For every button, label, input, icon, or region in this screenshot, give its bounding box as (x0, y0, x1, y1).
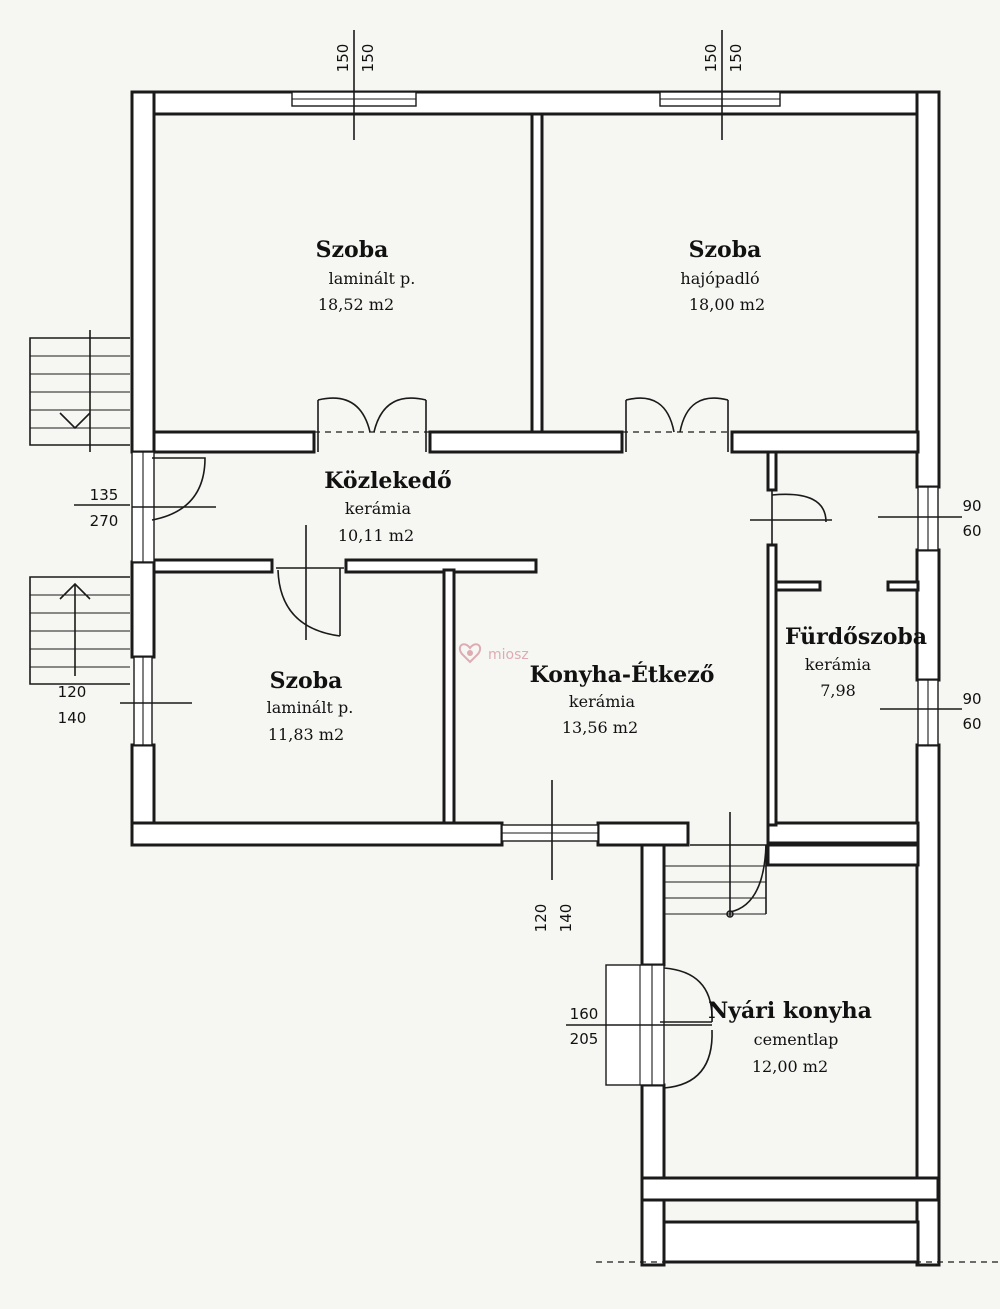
room-floor: cementlap (754, 1030, 839, 1049)
room-floor: laminált p. (329, 269, 416, 288)
room-labels: Szoba laminált p. 18,52 m2 Szoba hajópad… (267, 237, 927, 1076)
dim-top-left-a: 150 (334, 44, 352, 73)
room-floor: kerámia (569, 692, 636, 711)
dimension-lines (74, 30, 1000, 1263)
door-summer (566, 967, 713, 1089)
stairs-left (29, 330, 130, 685)
dimension-labels: 150 150 150 150 135 270 120 140 90 60 90… (58, 44, 982, 1048)
door-bath (750, 490, 832, 545)
dim-top-left-b: 150 (359, 44, 377, 73)
dim-right-upper-a: 90 (962, 497, 981, 515)
dim-left-door-a: 135 (90, 486, 119, 504)
dim-summer-door-b: 205 (570, 1030, 599, 1048)
room-furdoszoba: Fürdőszoba kerámia 7,98 (785, 624, 927, 700)
dim-left-door-b: 270 (90, 512, 119, 530)
room-name: Szoba (689, 237, 762, 263)
room-area: 18,52 m2 (318, 295, 394, 314)
room-szoba-2: Szoba hajópadló 18,00 m2 (680, 237, 765, 314)
dim-bottom-b: 140 (557, 904, 575, 933)
dim-left-window-b: 140 (58, 709, 87, 727)
door-entrance (132, 457, 216, 521)
windows (131, 91, 939, 1086)
room-name: Szoba (270, 668, 343, 694)
room-floor: kerámia (345, 499, 412, 518)
door-room2 (622, 397, 732, 452)
room-area: 18,00 m2 (689, 295, 765, 314)
room-area: 12,00 m2 (752, 1057, 828, 1076)
room-szoba-1: Szoba laminált p. 18,52 m2 (316, 237, 416, 314)
room-name: Nyári konyha (708, 998, 872, 1024)
dim-right-upper-b: 60 (962, 522, 981, 540)
doors (132, 397, 832, 1089)
dim-right-lower-b: 60 (962, 715, 981, 733)
dim-top-right-b: 150 (727, 44, 745, 73)
dim-right-lower-a: 90 (962, 690, 981, 708)
door-room1 (314, 397, 430, 452)
room-name: Fürdőszoba (785, 624, 927, 650)
watermark: miosz (458, 643, 529, 664)
room-area: 11,83 m2 (268, 725, 344, 744)
room-kozlekedo: Közlekedő kerámia 10,11 m2 (324, 468, 451, 545)
room-konyha: Konyha-Étkező kerámia 13,56 m2 (530, 661, 715, 737)
door-room3 (276, 525, 344, 640)
dim-summer-door-a: 160 (570, 1005, 599, 1023)
outer-walls (130, 90, 941, 1267)
dim-top-right-a: 150 (702, 44, 720, 73)
room-floor: laminált p. (267, 698, 354, 717)
room-area: 7,98 (820, 681, 856, 700)
door-back (690, 812, 767, 918)
room-area: 10,11 m2 (338, 526, 414, 545)
dim-bottom-a: 120 (532, 904, 550, 933)
room-name: Konyha-Étkező (530, 661, 715, 688)
watermark-text: miosz (488, 647, 529, 663)
room-nyari-konyha: Nyári konyha cementlap 12,00 m2 (708, 998, 872, 1076)
dim-left-window-a: 120 (58, 683, 87, 701)
room-floor: hajópadló (680, 269, 759, 288)
room-name: Közlekedő (324, 468, 451, 494)
stairs-back (664, 845, 767, 915)
room-name: Szoba (316, 237, 389, 263)
room-floor: kerámia (805, 655, 872, 674)
interior-walls (152, 112, 920, 827)
room-szoba-3: Szoba laminált p. 11,83 m2 (267, 668, 354, 744)
heart-icon (458, 643, 482, 664)
room-area: 13,56 m2 (562, 718, 638, 737)
